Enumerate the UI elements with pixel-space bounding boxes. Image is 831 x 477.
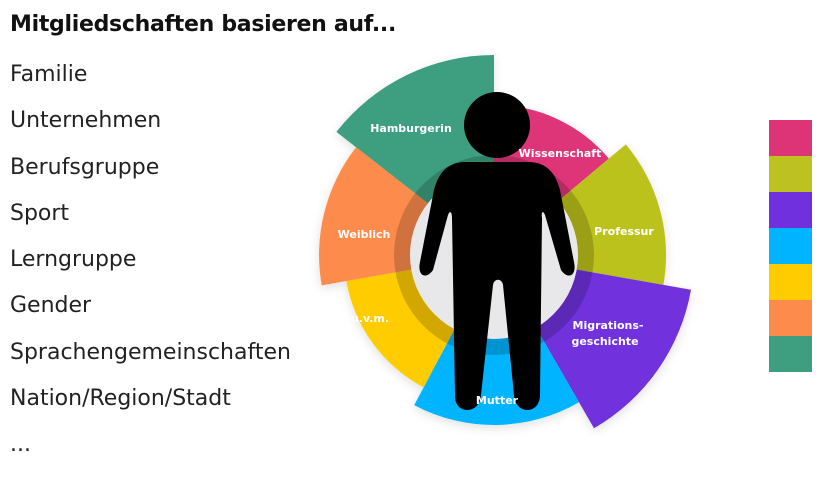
label-uvm: u.v.m. [351,312,389,325]
label-professur: Professur [594,225,654,238]
membership-basis-list: Familie Unternehmen Berufsgruppe Sport L… [10,60,291,477]
swatch-olive [769,156,812,192]
swatch-yellow [769,264,812,300]
label-weiblich: Weiblich [338,228,391,241]
list-item: Unternehmen [10,108,162,134]
swatch-purple [769,192,812,228]
swatch-orange [769,300,812,336]
list-item: Lerngruppe [10,247,137,273]
label-wissenschaft: Wissenschaft [519,147,602,160]
page-title: Mitgliedschaften basieren auf... [10,12,397,37]
person-icon [419,92,575,410]
list-item: Gender [10,293,92,319]
label-geschichte: geschichte [571,335,638,348]
list-item: Sprachengemeinschaften [10,339,291,365]
list-item: ... [10,432,31,458]
list-item: Berufsgruppe [10,154,160,180]
label-mutter: Mutter [476,394,519,407]
list-item: Nation/Region/Stadt [10,386,231,412]
swatch-pink [769,120,812,156]
list-item: Familie [10,62,88,87]
label-migrations: Migrations- [573,319,644,332]
color-legend [769,120,812,372]
label-hamburgerin: Hamburgerin [370,122,452,135]
swatch-green [769,336,812,372]
list-item: Sport [10,200,70,226]
swatch-blue [769,228,812,264]
